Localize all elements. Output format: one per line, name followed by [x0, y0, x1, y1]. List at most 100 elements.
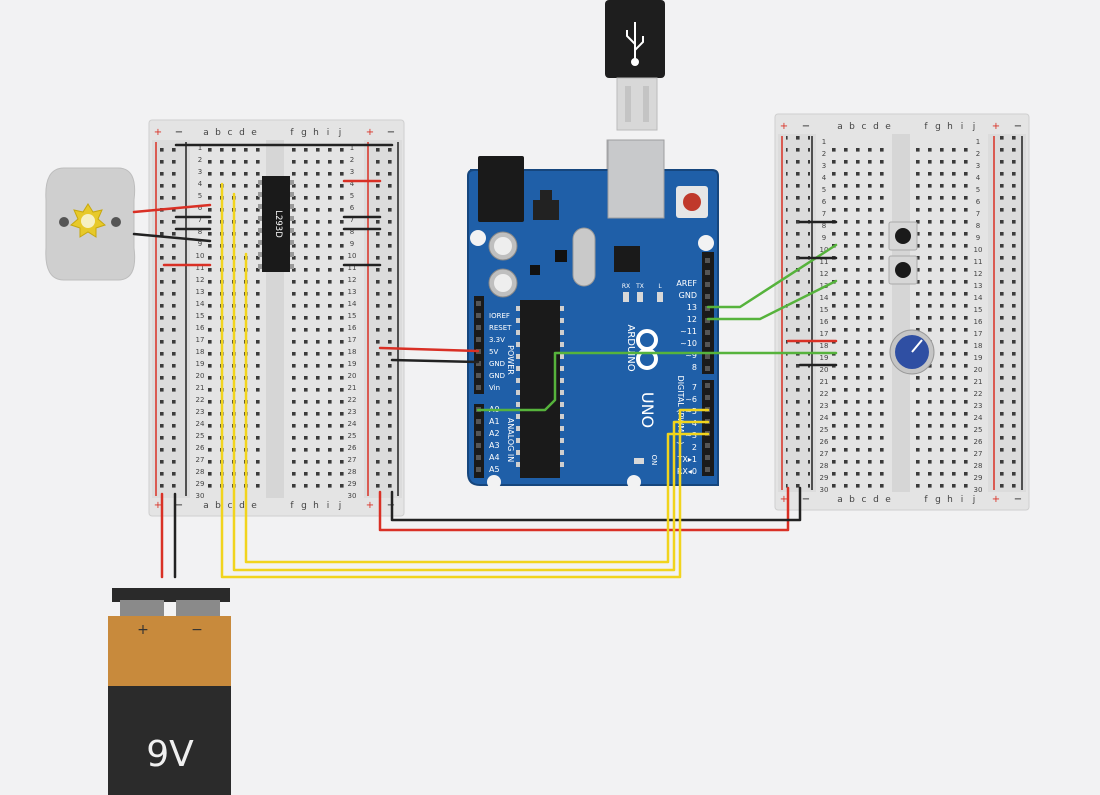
header-pin[interactable] — [476, 431, 481, 436]
row-number: 11 — [820, 258, 829, 266]
header-pin[interactable] — [705, 306, 710, 311]
row-number: 20 — [974, 366, 983, 374]
row-number: 27 — [974, 450, 983, 458]
battery-plus-label: + — [137, 622, 149, 638]
row-number: 3 — [198, 168, 202, 176]
row-number: 29 — [820, 474, 829, 482]
row-number: 9 — [976, 234, 980, 242]
chip-pin — [560, 378, 564, 383]
row-number: 18 — [196, 348, 205, 356]
chip-pin — [516, 426, 520, 431]
wire-rail-red[interactable] — [378, 486, 790, 532]
header-pin[interactable] — [705, 455, 710, 460]
header-pin[interactable] — [705, 294, 710, 299]
row-number: 3 — [822, 162, 826, 170]
column-label: f — [290, 128, 294, 138]
chip-pin — [258, 204, 262, 209]
column-label: h — [313, 501, 319, 511]
row-number: 29 — [348, 480, 357, 488]
wire-5v[interactable] — [378, 346, 480, 353]
reset-button[interactable] — [683, 193, 701, 211]
header-pin[interactable] — [476, 313, 481, 318]
row-number: 25 — [820, 426, 829, 434]
l-label: L — [658, 283, 662, 290]
header-pin[interactable] — [705, 342, 710, 347]
header-pin[interactable] — [705, 330, 710, 335]
digital-pin-label: 12 — [687, 315, 697, 324]
arduino-logo-icon — [636, 329, 658, 370]
rail-label: − — [387, 127, 395, 138]
row-number: 16 — [820, 318, 829, 326]
header-pin[interactable] — [705, 467, 710, 472]
header-pin[interactable] — [705, 354, 710, 359]
column-label: e — [251, 128, 257, 138]
row-number: 10 — [820, 246, 829, 254]
row-number: 15 — [820, 306, 829, 314]
column-label: b — [849, 122, 855, 132]
dc-motor[interactable] — [45, 167, 136, 281]
battery-9v[interactable]: + − 9V — [108, 588, 231, 795]
header-pin[interactable] — [476, 325, 481, 330]
row-number: 27 — [348, 456, 357, 464]
header-pin[interactable] — [476, 337, 481, 342]
row-number: 28 — [348, 468, 357, 476]
row-number: 26 — [348, 444, 357, 452]
header-pin[interactable] — [705, 270, 710, 275]
chip-pin — [560, 354, 564, 359]
wire-green-a0[interactable] — [476, 351, 838, 412]
column-label: e — [885, 495, 891, 505]
digital-pin-label: TX▸1 — [677, 455, 697, 464]
wire-motor-1[interactable] — [132, 203, 212, 214]
header-pin[interactable] — [705, 443, 710, 448]
header-pin[interactable] — [705, 318, 710, 323]
arduino-uno-board[interactable]: IOREFRESET3.3V5VGNDGNDVinA0A1A2A3A4A5ARE… — [467, 139, 719, 489]
header-pin[interactable] — [705, 395, 710, 400]
power-pin-label: IOREF — [489, 312, 510, 320]
battery-minus-label: − — [191, 622, 203, 638]
l293d-chip[interactable]: L293D — [258, 176, 294, 272]
row-number: 4 — [198, 180, 203, 188]
header-pin[interactable] — [705, 383, 710, 388]
row-number: 4 — [350, 180, 355, 188]
header-pin[interactable] — [705, 258, 710, 263]
header-pin[interactable] — [476, 455, 481, 460]
row-number: 5 — [350, 192, 354, 200]
header-pin[interactable] — [476, 301, 481, 306]
wire-yellow-3[interactable] — [244, 252, 710, 564]
wire-green-13[interactable] — [706, 243, 838, 309]
header-pin[interactable] — [476, 373, 481, 378]
column-label: g — [935, 495, 941, 505]
row-number: 20 — [196, 372, 205, 380]
column-label: a — [203, 128, 209, 138]
row-number: 13 — [974, 282, 983, 290]
push-button-1[interactable] — [888, 221, 918, 251]
header-pin[interactable] — [705, 366, 710, 371]
header-pin[interactable] — [476, 443, 481, 448]
wire-gnd[interactable] — [390, 358, 480, 364]
wire-rail-black[interactable] — [390, 486, 802, 522]
row-number: 7 — [976, 210, 980, 218]
header-pin[interactable] — [476, 419, 481, 424]
potentiometer[interactable] — [889, 329, 935, 375]
column-label: d — [239, 128, 245, 138]
chip-pin — [516, 378, 520, 383]
row-number: 19 — [348, 360, 357, 368]
row-number: 6 — [198, 204, 203, 212]
chip-pin — [258, 228, 262, 233]
row-number: 17 — [820, 330, 829, 338]
wire-yellow-1[interactable] — [220, 182, 710, 579]
wire-motor-2[interactable] — [132, 232, 212, 243]
header-pin[interactable] — [476, 361, 481, 366]
header-pin[interactable] — [476, 385, 481, 390]
header-pin[interactable] — [476, 467, 481, 472]
row-number: 25 — [348, 432, 357, 440]
wire-yellow-2[interactable] — [232, 192, 710, 572]
chip-pin — [560, 414, 564, 419]
column-label: j — [338, 501, 342, 511]
column-label: e — [251, 501, 257, 511]
header-pin[interactable] — [705, 282, 710, 287]
wire-green-12[interactable] — [706, 279, 838, 321]
column-label: c — [228, 128, 233, 138]
push-button-2[interactable] — [888, 255, 918, 285]
